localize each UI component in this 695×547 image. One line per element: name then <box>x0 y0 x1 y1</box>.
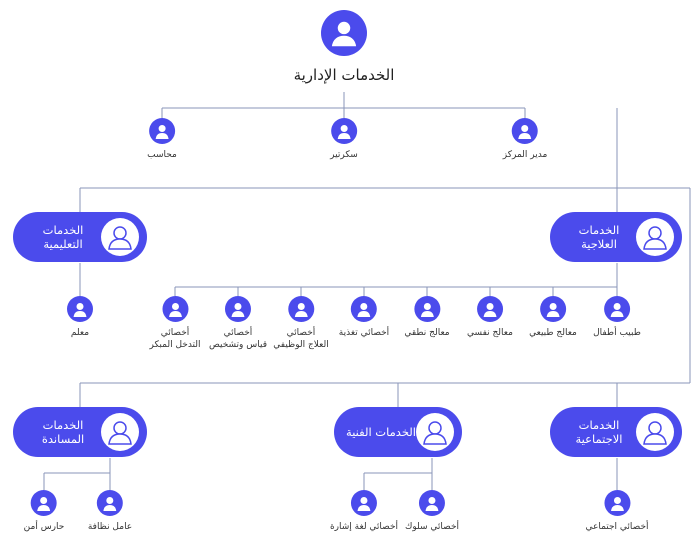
person-icon <box>517 123 533 140</box>
staff-sign-language: أخصائي لغة إشارة <box>330 490 398 533</box>
node-label: طبيب أطفال <box>593 328 641 338</box>
staff-physiotherapist: معالج طبيعي <box>529 296 577 339</box>
node-label: أخصائي سلوك <box>404 522 460 532</box>
avatar <box>350 296 377 322</box>
avatar <box>539 296 566 322</box>
admin-node-secretary: سكرتير <box>330 118 358 161</box>
person-icon <box>72 301 88 318</box>
node-label: محاسب <box>147 150 177 160</box>
group-avatar <box>416 413 454 451</box>
person-icon <box>356 301 372 318</box>
staff-behavior-specialist: أخصائي سلوك <box>405 490 459 533</box>
staff-security-guard: حارس أمن <box>23 490 65 533</box>
avatar <box>162 296 188 322</box>
group-support: الخدمات المساندة <box>13 407 147 457</box>
staff-teacher: معلم <box>67 296 93 339</box>
staff-occupational-therapist: أخصائي العلاج الوظيفي <box>273 296 329 351</box>
staff-cleaner: عامل نظافة <box>88 490 132 533</box>
avatar <box>67 296 93 322</box>
person-icon <box>643 421 667 445</box>
avatar <box>224 296 251 322</box>
node-label: سكرتير <box>330 150 358 160</box>
person-icon <box>609 495 625 512</box>
avatar <box>97 490 123 516</box>
group-label: الخدمات العلاجية <box>578 223 620 251</box>
group-educational: الخدمات التعليمية <box>13 212 147 262</box>
person-icon <box>36 495 52 512</box>
staff-assessment-specialist: أخصائي قياس وتشخيص <box>209 296 267 351</box>
group-label: الخدمات الاجتماعية <box>575 418 623 446</box>
group-label: الخدمات المساندة <box>41 418 85 446</box>
node-label: أخصائي قياس وتشخيص <box>208 328 268 350</box>
node-label: أخصائي التدخل المبكر <box>149 328 201 350</box>
node-label: معلم <box>70 328 90 338</box>
node-label: عامل نظافة <box>87 522 133 532</box>
person-icon <box>545 301 561 318</box>
staff-pediatrician: طبيب أطفال <box>593 296 641 339</box>
staff-social-worker: أخصائي اجتماعي <box>585 490 649 533</box>
person-icon <box>609 301 625 318</box>
avatar <box>603 490 630 516</box>
avatar <box>287 296 314 322</box>
person-icon <box>102 495 118 512</box>
avatar <box>30 490 57 516</box>
node-label: معالج طبيعي <box>529 328 577 338</box>
node-label: معالج نطقي <box>404 328 450 338</box>
avatar <box>418 490 445 516</box>
root-avatar <box>321 10 367 56</box>
person-icon <box>643 226 667 250</box>
admin-node-director: مدير المركز <box>502 118 548 161</box>
staff-early-intervention: أخصائي التدخل المبكر <box>149 296 201 351</box>
node-label: أخصائي لغة إشارة <box>329 522 399 532</box>
avatar <box>413 296 440 322</box>
person-icon <box>330 20 358 48</box>
root-title: الخدمات الإدارية <box>293 66 395 84</box>
group-social: الخدمات الاجتماعية <box>550 407 682 457</box>
staff-speech-therapist: معالج نطقي <box>404 296 450 339</box>
group-avatar <box>636 413 674 451</box>
person-icon <box>423 421 447 445</box>
node-label: معالج نفسي <box>467 328 513 338</box>
staff-psychotherapist: معالج نفسي <box>467 296 513 339</box>
person-icon <box>293 301 309 318</box>
group-avatar <box>636 218 674 256</box>
person-icon <box>167 301 183 318</box>
person-icon <box>108 226 132 250</box>
person-icon <box>356 495 372 512</box>
avatar <box>477 296 503 322</box>
person-icon <box>336 123 352 140</box>
group-avatar <box>101 218 139 256</box>
person-icon <box>419 301 435 318</box>
staff-nutritionist: أخصائي تغذية <box>339 296 389 339</box>
node-label: أخصائي تغذية <box>338 328 390 338</box>
group-technical: الخدمات الفنية <box>334 407 462 457</box>
avatar <box>330 118 357 144</box>
node-label: أخصائي العلاج الوظيفي <box>273 328 329 350</box>
node-label: أخصائي اجتماعي <box>585 522 649 532</box>
group-therapeutic: الخدمات العلاجية <box>550 212 682 262</box>
group-label: الخدمات التعليمية <box>42 223 84 251</box>
group-avatar <box>101 413 139 451</box>
node-label: حارس أمن <box>23 522 65 532</box>
person-icon <box>108 421 132 445</box>
avatar <box>351 490 377 516</box>
admin-node-accountant: محاسب <box>147 118 177 161</box>
person-icon <box>424 495 440 512</box>
group-label: الخدمات الفنية <box>346 425 416 439</box>
person-icon <box>154 123 170 140</box>
avatar <box>148 118 175 144</box>
node-label: مدير المركز <box>502 150 548 160</box>
avatar <box>511 118 538 144</box>
avatar <box>603 296 630 322</box>
person-icon <box>482 301 498 318</box>
person-icon <box>230 301 246 318</box>
